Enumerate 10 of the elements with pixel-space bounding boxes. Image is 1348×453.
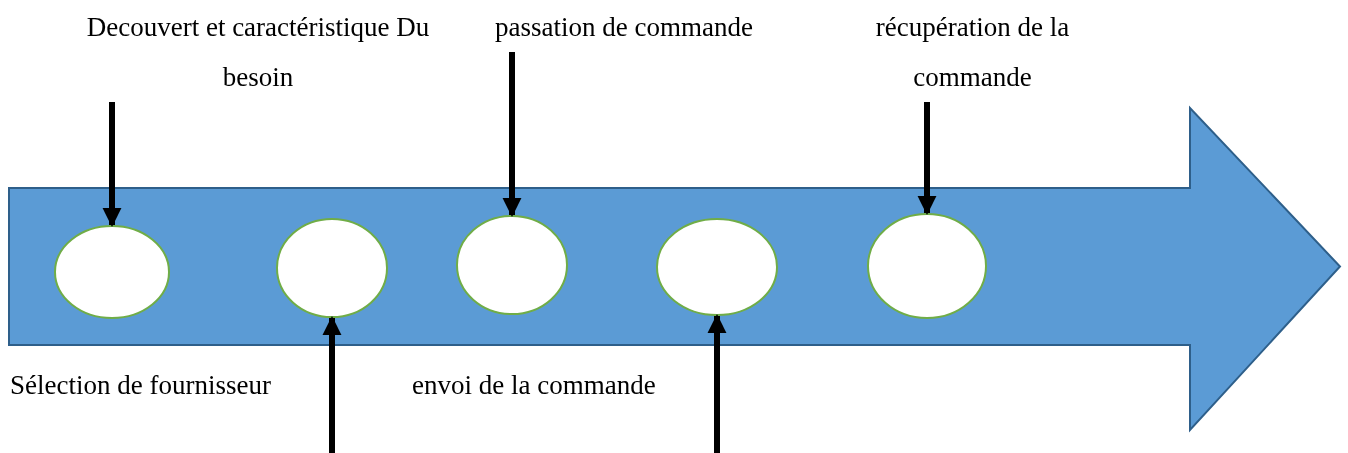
step-label: Decouvert et caractéristique Du besoin — [85, 11, 431, 94]
arrow — [707, 314, 727, 453]
arrow — [102, 102, 122, 227]
step-label: Sélection de fournisseur — [10, 370, 271, 400]
step-label: passation de commande — [495, 11, 754, 44]
step-label: envoi de la commande — [412, 370, 656, 400]
arrow — [502, 52, 522, 217]
step-label: récupération de la commande — [874, 11, 1071, 94]
arrow — [322, 316, 342, 453]
arrow — [917, 102, 937, 215]
